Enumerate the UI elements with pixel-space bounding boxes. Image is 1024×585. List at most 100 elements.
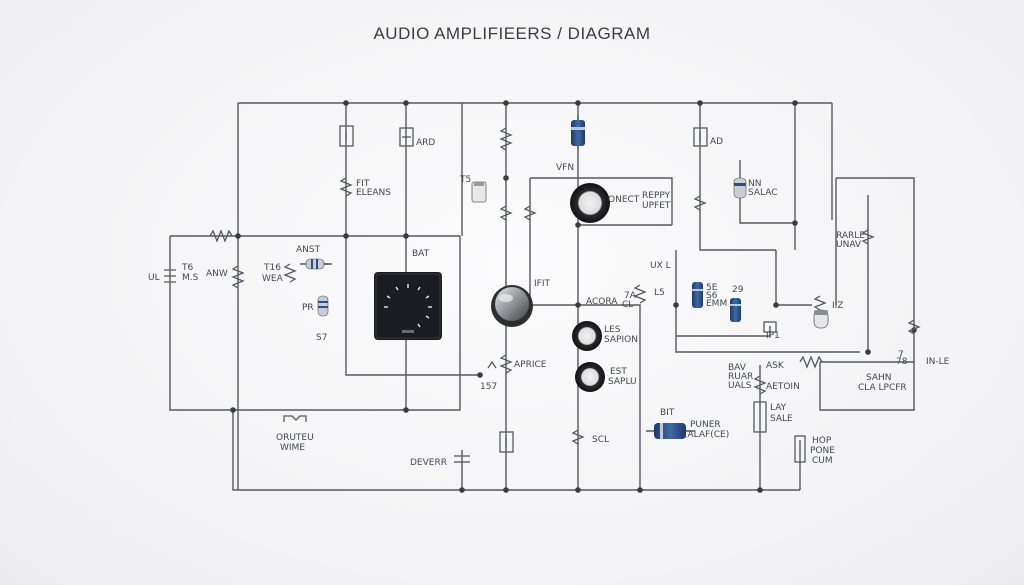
blue-capacitor-mid (692, 282, 703, 308)
resistor-r12 (813, 295, 827, 311)
label-vfn: VFN (556, 163, 574, 173)
label-anw: ANW (206, 269, 228, 279)
label-eleans: ELEANS (356, 188, 391, 198)
capacitor-c1 (339, 125, 354, 147)
label-inle: IN-LE (926, 357, 950, 367)
resistor-r1 (209, 229, 233, 243)
label-les: LES (604, 325, 621, 335)
label-sahn: SAHN (866, 373, 892, 383)
label-pone: PONE (810, 446, 835, 456)
capacitor-c4 (499, 431, 514, 453)
label-78: 78 (896, 357, 908, 367)
ground-symbol (283, 415, 307, 422)
label-nn: NN (748, 179, 761, 189)
label-7: 7 (898, 350, 904, 360)
fuse-component (471, 181, 487, 203)
resistor-r13 (861, 229, 875, 245)
resistor-r10 (633, 284, 647, 304)
resistor-component-2 (317, 295, 329, 317)
resistor-r16 (753, 375, 767, 395)
resistor-r2 (231, 265, 245, 289)
label-157: 157 (480, 382, 497, 392)
label-ask: ASK (766, 361, 785, 371)
label-s7: S7 (316, 333, 327, 343)
label-oruteu: ORUTEU (276, 433, 314, 443)
label-lay: LAY (770, 403, 787, 413)
label-iiz: IIZ (832, 301, 843, 311)
volume-knob (491, 285, 533, 327)
label-anst: ANST (296, 245, 321, 255)
resistor-r14 (907, 319, 921, 335)
label-t16: T16 (263, 263, 281, 273)
label-5e: 5E (706, 283, 718, 293)
label-pr: PR (302, 303, 314, 313)
label-ifit: IFIT (534, 279, 550, 289)
label-ard: ARD (416, 138, 435, 148)
resistor-component-3 (733, 177, 747, 199)
label-29: 29 (732, 285, 744, 295)
label-ul: UL (148, 273, 160, 283)
resistor-r8 (499, 354, 513, 374)
label-rarle: RARLE (836, 231, 865, 241)
resistor-r7 (523, 205, 537, 221)
label-fit: FIT (356, 179, 370, 189)
capacitor-symbols (164, 125, 806, 463)
label-acora: ACORA (586, 297, 618, 307)
label-ms: M.S (182, 273, 199, 283)
label-s6: S6 (706, 291, 718, 301)
speaker-top (570, 183, 610, 223)
label-bat: BAT (412, 249, 430, 259)
label-onect: ONECT (608, 195, 640, 205)
label-salac: SALAC (748, 188, 778, 198)
resistor-r3 (283, 263, 297, 283)
resistor-r6 (499, 205, 513, 221)
capacitor-c3 (693, 127, 708, 147)
label-sale: SALE (770, 414, 793, 424)
capacitor-c2 (399, 127, 414, 147)
label-cl: CL (622, 300, 633, 310)
label-wime: WIME (280, 443, 305, 453)
label-reppy: REPPY (642, 191, 671, 201)
label-cum: CUM (812, 456, 833, 466)
resistor-component-1 (300, 258, 332, 270)
label-deverr: DEVERR (410, 458, 447, 468)
label-scl: SCL (592, 435, 609, 445)
label-l5: L5 (654, 288, 665, 298)
diagram-title: AUDIO AMPLIFIEERS / DIAGRAM (373, 24, 651, 43)
label-clalpcfr: CLA LPCFR (858, 383, 907, 393)
label-bav: BAV (728, 363, 747, 373)
blue-capacitor-right (730, 298, 741, 322)
label-t5: T5 (459, 175, 471, 185)
label-sapion: SAPION (604, 335, 638, 345)
resistor-r9 (571, 429, 585, 445)
resistor-r11 (693, 195, 707, 211)
transformer-symbol (164, 269, 176, 283)
capacitor-c6 (753, 401, 767, 433)
capacitor-c5 (794, 435, 806, 463)
label-upfet: UPFET (642, 201, 671, 211)
jack-1 (572, 321, 602, 351)
label-ip1: IP1 (766, 331, 780, 341)
ic-chip (374, 272, 442, 340)
led-component (813, 309, 829, 329)
jack-2 (575, 362, 605, 392)
label-hop: HOP (812, 436, 832, 446)
resistor-r15 (799, 355, 823, 369)
label-puner: PUNER (690, 420, 721, 430)
label-aetoin: AETOIN (766, 382, 800, 392)
label-bit: BIT (660, 408, 675, 418)
label-t6: T6 (181, 263, 193, 273)
switch-ip1 (763, 321, 777, 333)
wire-network (169, 102, 915, 491)
label-est: EST (610, 367, 627, 377)
blue-capacitor-top (571, 115, 585, 150)
label-uxl: UX L (650, 261, 671, 271)
component-labels: ARD VFN AD FIT ELEANS T5 ONECT REPPY UPF… (148, 137, 950, 468)
label-alafce: (ALAF(CE) (684, 430, 729, 440)
label-apprice: APRICE (514, 360, 547, 370)
label-uals: UALS (728, 381, 752, 391)
resistors (209, 127, 921, 445)
label-saplu: SAPLU (608, 377, 637, 387)
